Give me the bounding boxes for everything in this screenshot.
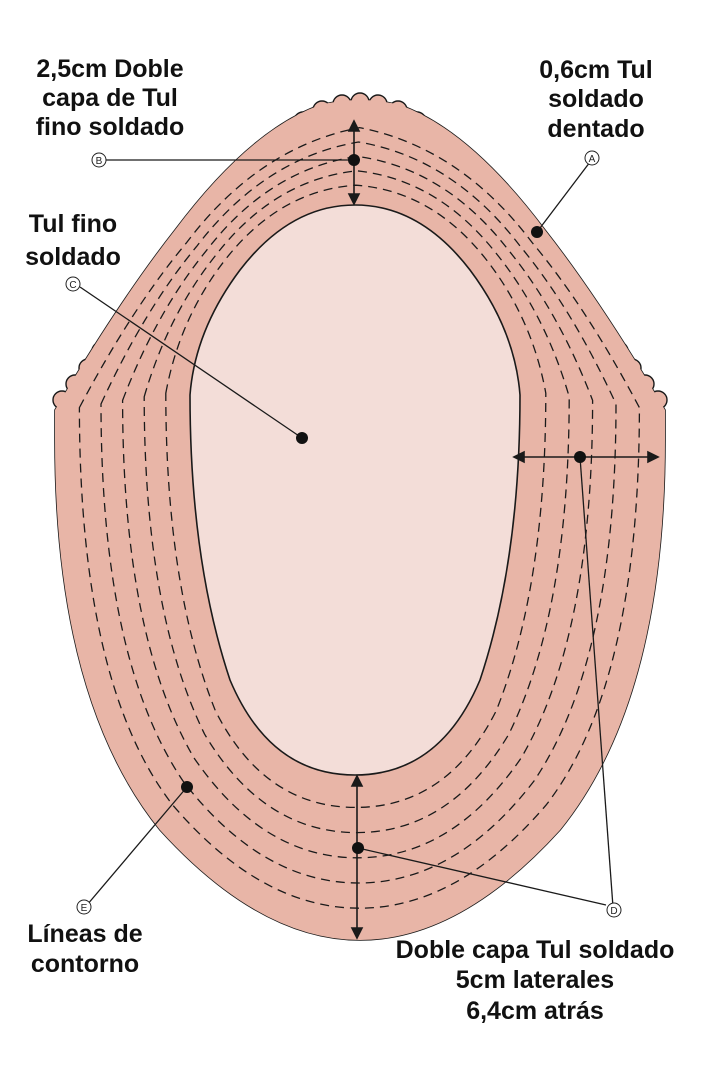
svg-text:Líneas de: Líneas de (27, 920, 142, 948)
point-a (531, 226, 543, 238)
svg-text:B: B (96, 156, 103, 167)
svg-text:dentado: dentado (547, 115, 644, 143)
marker-a: A (584, 150, 600, 166)
label-c: Tul fino soldado (25, 210, 121, 271)
svg-text:Doble capa Tul soldado: Doble capa Tul soldado (396, 936, 675, 964)
contour-line (78, 126, 641, 909)
point-c (296, 432, 308, 444)
contour-lines (78, 126, 641, 909)
leader-lines (79, 159, 614, 908)
svg-text:D: D (610, 906, 617, 917)
label-points (181, 154, 586, 854)
contour-line (165, 184, 547, 809)
svg-text:fino soldado: fino soldado (36, 113, 185, 141)
label-d: Doble capa Tul soldado 5cm laterales 6,4… (396, 936, 675, 1025)
marker-e: E (76, 899, 92, 915)
marker-b: B (91, 152, 107, 168)
svg-text:contorno: contorno (31, 950, 139, 978)
svg-text:capa de Tul: capa de Tul (42, 84, 178, 112)
svg-text:2,5cm Doble: 2,5cm Doble (36, 55, 183, 83)
svg-text:0,6cm Tul: 0,6cm Tul (539, 56, 652, 84)
svg-text:soldado: soldado (548, 85, 644, 113)
marker-c: C (65, 276, 81, 292)
marker-d: D (606, 902, 622, 918)
svg-text:C: C (69, 280, 76, 291)
label-e: Líneas de contorno (27, 920, 142, 978)
svg-text:Tul fino: Tul fino (29, 210, 117, 238)
svg-text:soldado: soldado (25, 243, 121, 271)
point-b (348, 154, 360, 166)
svg-text:5cm laterales: 5cm laterales (456, 966, 614, 994)
svg-text:6,4cm atrás: 6,4cm atrás (466, 997, 604, 1025)
point-d-back (352, 842, 364, 854)
front-width-arrow (347, 119, 361, 206)
back-width-arrow (350, 774, 364, 940)
point-d-side (574, 451, 586, 463)
fine-tulle-center (189, 204, 521, 776)
svg-text:E: E (81, 903, 88, 914)
svg-text:A: A (589, 154, 596, 165)
point-e (181, 781, 193, 793)
contour-line (143, 170, 570, 834)
contour-line (121, 155, 594, 859)
label-a: 0,6cm Tul soldado dentado (539, 56, 652, 143)
label-b: 2,5cm Doble capa de Tul fino soldado (36, 55, 185, 141)
